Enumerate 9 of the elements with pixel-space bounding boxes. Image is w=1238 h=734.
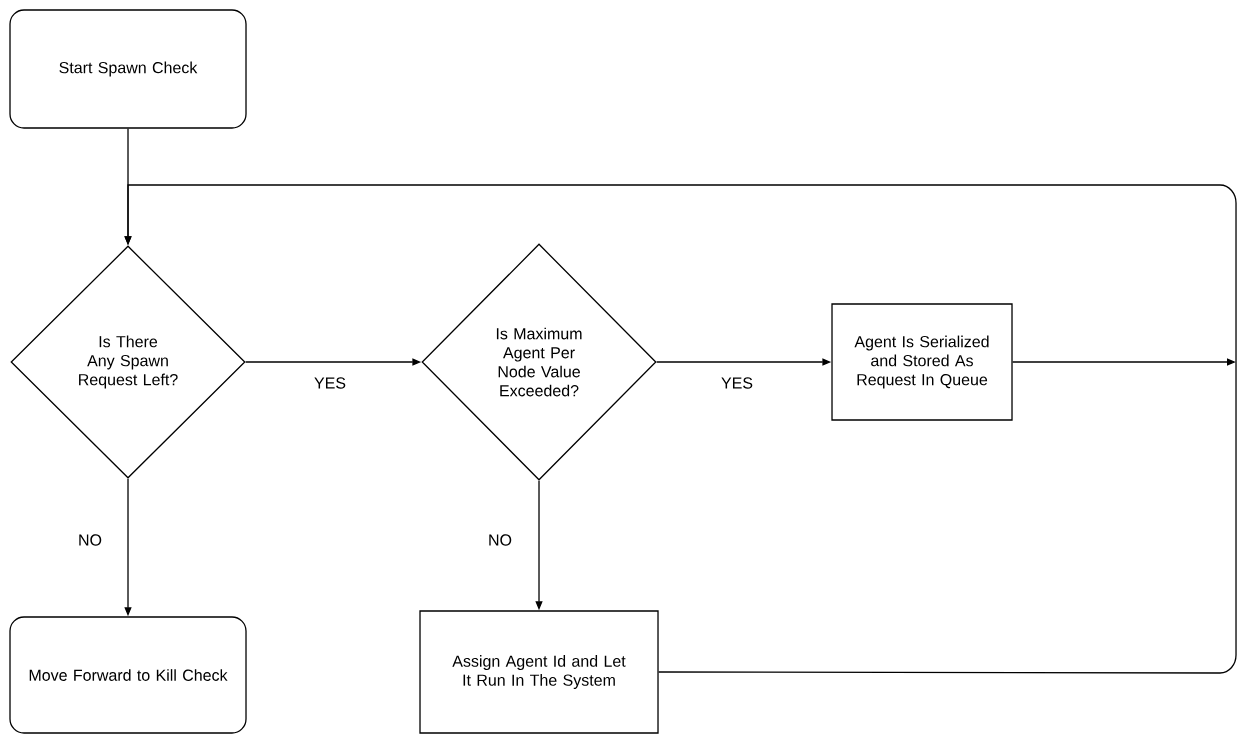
process-box: Assign Agent Id and Let It Run In The System: [419, 610, 659, 734]
edge-label: YES: [312, 375, 348, 391]
edge-label: NO: [486, 532, 514, 548]
terminal-box: Start Spawn Check: [9, 9, 247, 129]
edge-label: YES: [719, 375, 755, 391]
arrow: [124, 184, 1237, 674]
process-box: Agent Is Serialized and Stored As Request In Queue: [831, 303, 1013, 421]
edge-label: NO: [76, 532, 104, 548]
terminal-box: Move Forward to Kill Check: [9, 616, 247, 734]
